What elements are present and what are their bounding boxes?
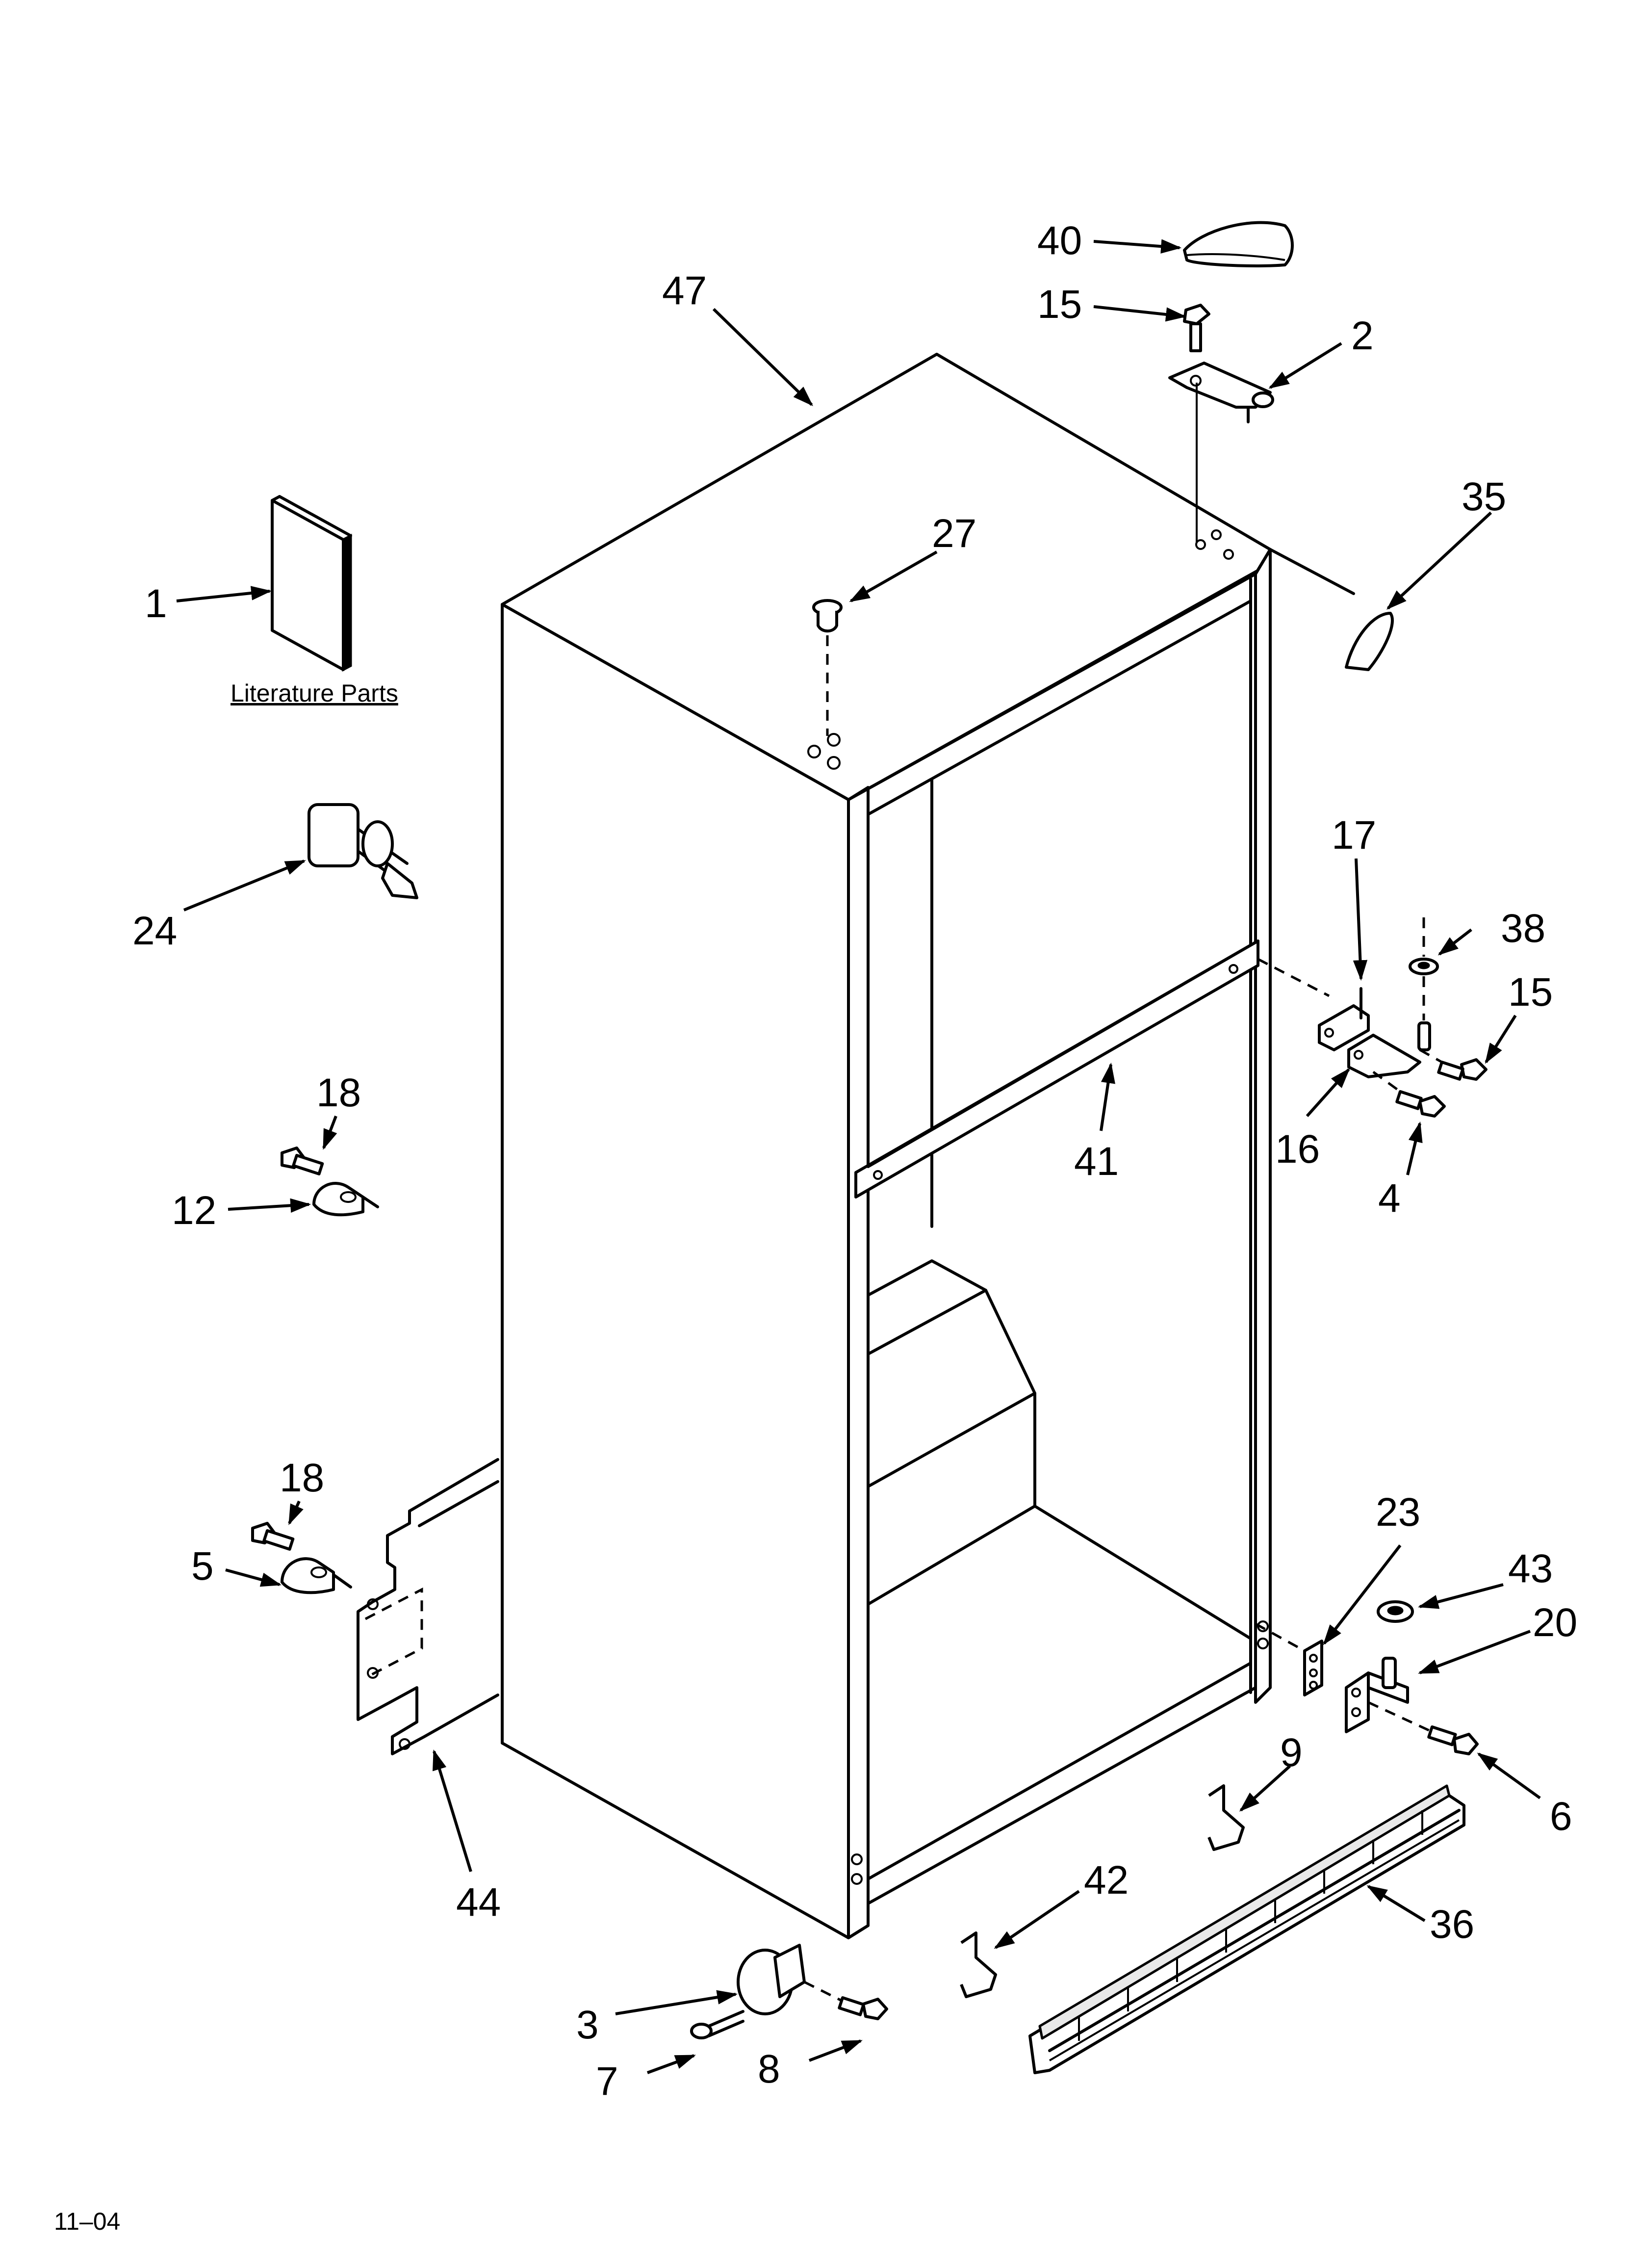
screw-8 — [838, 1996, 888, 2020]
clip-5 — [281, 1557, 352, 1594]
literature-book — [271, 495, 352, 672]
screw-4 — [1372, 1070, 1446, 1118]
back-panel — [357, 1458, 499, 1755]
clip-12 — [312, 1182, 379, 1217]
callout-18-upper: 18 — [316, 1070, 361, 1115]
mullion-rail — [854, 939, 1330, 1199]
callout-1: 1 — [145, 581, 167, 626]
callout-24: 24 — [132, 909, 177, 953]
shelf-pin — [812, 599, 843, 736]
washer-43 — [1377, 1600, 1414, 1623]
callout-23: 23 — [1376, 1490, 1420, 1535]
callout-36: 36 — [1430, 1902, 1474, 1947]
screw-15-right — [1419, 1048, 1488, 1081]
pin-7 — [690, 2010, 744, 2039]
leader-arrows — [176, 239, 1541, 2074]
door-closer-cam — [308, 803, 418, 899]
callout-17: 17 — [1332, 813, 1376, 858]
roller-bracket-3 — [737, 1944, 849, 2015]
callout-18-lower: 18 — [280, 1456, 324, 1500]
hinge-cover — [1183, 221, 1294, 267]
callout-5: 5 — [191, 1544, 214, 1589]
hinge-pin-38 — [1409, 917, 1439, 1051]
hinge-shim-23 — [1255, 1622, 1323, 1696]
top-hinge — [1168, 362, 1274, 542]
callout-16: 16 — [1275, 1127, 1320, 1172]
callout-6: 6 — [1550, 1794, 1572, 1839]
callout-41: 41 — [1074, 1139, 1119, 1184]
callout-40: 40 — [1037, 218, 1082, 263]
callout-47: 47 — [662, 268, 707, 313]
callout-3: 3 — [576, 2003, 599, 2047]
callout-15-right: 15 — [1508, 970, 1553, 1015]
callout-4: 4 — [1378, 1176, 1401, 1221]
callout-12: 12 — [172, 1188, 216, 1233]
callout-44: 44 — [456, 1880, 501, 1925]
callout-7: 7 — [596, 2059, 618, 2104]
base-grille — [1028, 1784, 1465, 2074]
callout-35: 35 — [1462, 474, 1506, 519]
grille-clip-42 — [960, 1931, 997, 1998]
callout-8: 8 — [758, 2047, 780, 2091]
refrigerator-cabinet — [501, 353, 1272, 1939]
grille-clip-9 — [1207, 1784, 1245, 1851]
door-stop — [1269, 548, 1394, 671]
callout-27: 27 — [932, 511, 976, 556]
center-hinge — [1318, 987, 1421, 1078]
callout-2: 2 — [1351, 313, 1374, 358]
callout-labels: 40 47 15 2 35 27 1 24 17 38 15 18 41 16 … — [132, 218, 1577, 2104]
callout-42: 42 — [1084, 1858, 1129, 1903]
callout-15-top: 15 — [1037, 282, 1082, 327]
screw-6 — [1367, 1701, 1479, 1755]
literature-parts-caption: Literature Parts — [231, 679, 398, 707]
screw-18-lower — [251, 1522, 295, 1551]
callout-38: 38 — [1501, 906, 1545, 951]
diagram-date-code: 11–04 — [54, 2208, 120, 2235]
screw-18-upper — [281, 1147, 324, 1175]
callout-43: 43 — [1508, 1546, 1553, 1591]
callout-9: 9 — [1280, 1730, 1303, 1775]
bottom-hinge-20 — [1345, 1657, 1409, 1733]
hinge-screw-top — [1183, 304, 1210, 352]
callout-20: 20 — [1533, 1600, 1577, 1645]
